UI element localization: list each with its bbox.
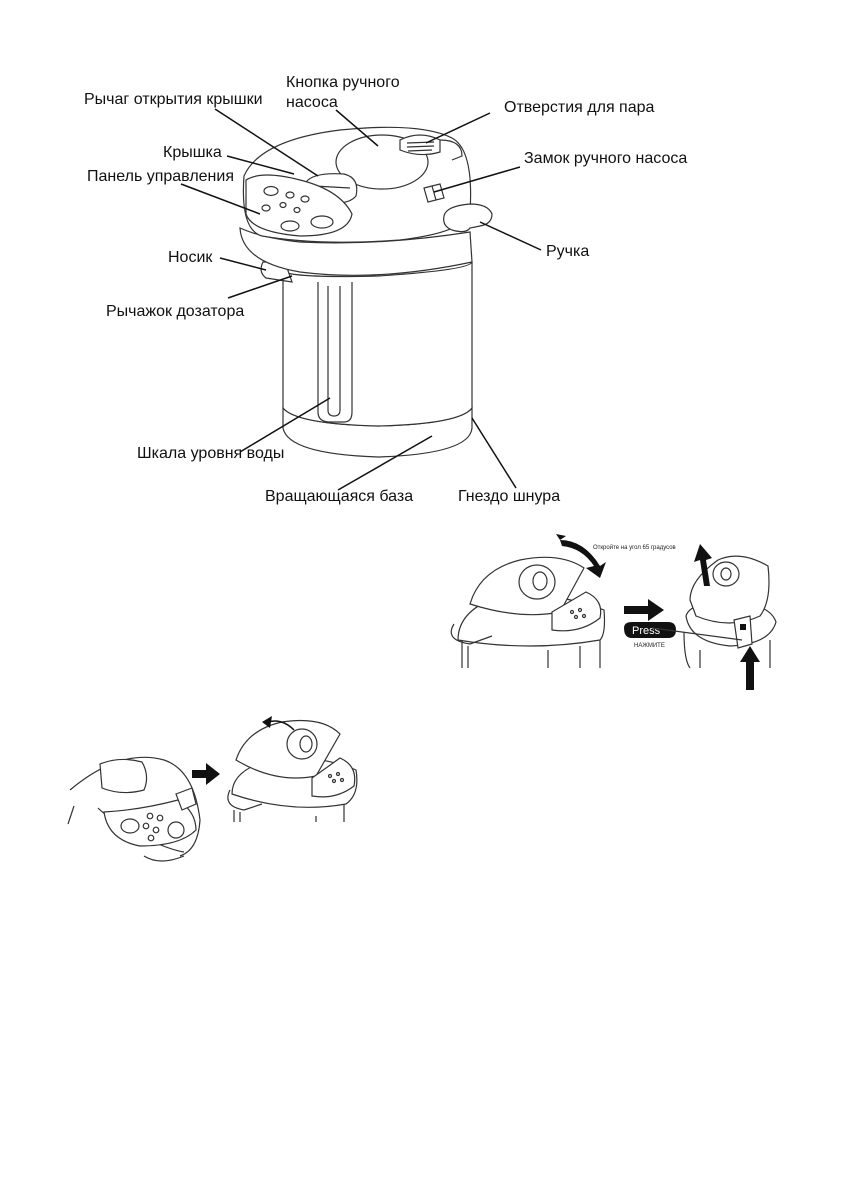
label-dispense-lever: Рычажок дозатора [106,303,244,320]
label-manual-pump-button-line2: насоса [286,94,338,111]
pot-body [282,261,473,427]
label-handle: Ручка [546,243,589,260]
label-rotating-base: Вращающаяся база [265,488,413,505]
arrow-up-icon [740,646,760,690]
part-labels: Рычаг открытия крышки Кнопка ручного нас… [84,74,687,505]
lid-closing-illustration [67,716,358,862]
handle-shape [443,203,493,233]
label-lid-release-lever: Рычаг открытия крышки [84,91,263,108]
label-steam-vents: Отверстия для пара [504,99,655,116]
lifted-lid-pot [651,544,777,690]
open-angle-note: Откройте на угол 65 градусов [593,544,676,551]
open-lid-pot-closing [227,716,358,822]
water-level-window [317,282,353,423]
label-control-panel: Панель управления [87,168,234,185]
press-label: Press [632,625,661,637]
label-manual-pump-lock: Замок ручного насоса [524,150,687,167]
steam-vents-shape [399,134,441,156]
thermo-pot-main-drawing [239,126,493,458]
label-water-level-gauge: Шкала уровня воды [137,445,284,462]
arrow-right-icon [192,763,220,785]
closed-pot-top [67,756,201,862]
control-panel-shape [245,174,353,237]
leader-lines [180,108,542,491]
open-lid-pot: Откройте на угол 65 градусов [450,534,676,668]
arrow-right-icon [624,599,664,621]
label-spout: Носик [168,249,213,266]
label-cord-socket: Гнездо шнура [458,488,560,505]
label-manual-pump-button-line1: Кнопка ручного [286,74,400,91]
label-lid: Крышка [163,144,222,161]
arrow-up-icon [694,544,712,586]
press-caption: НАЖМИТЕ [634,643,665,649]
press-badge: Press НАЖМИТЕ [624,622,676,649]
lid-removal-illustration: Откройте на угол 65 градусов Press НАЖМИ… [450,534,777,690]
pot-top-band [239,227,473,276]
